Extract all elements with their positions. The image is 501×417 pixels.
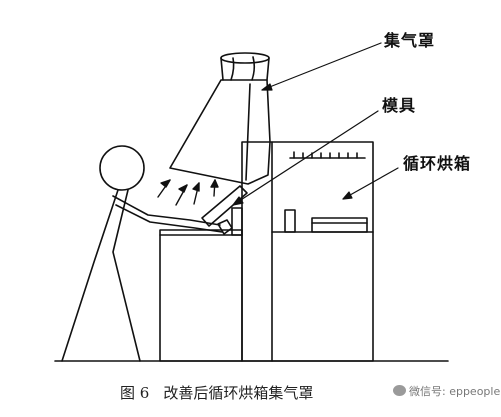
operator-head [99,145,145,191]
mold-tray [201,185,248,227]
label-oven: 循环烘箱 [403,154,472,173]
oven-main-cabinet [241,141,374,362]
temperature-scale [289,151,366,159]
hood-body [169,79,271,185]
operator-body [61,189,119,362]
operator-arm-lower [115,204,223,233]
figure-title: 改善后循环烘箱集气罩 [163,384,314,402]
label-mold: 模具 [382,96,417,115]
leader-hood [261,42,382,91]
oven-body [159,141,374,362]
operator-figure [61,145,233,362]
figure-caption: 图 6 改善后循环烘箱集气罩 [120,382,327,403]
shelf-block-small [284,209,296,233]
leader-lines [232,42,399,206]
wechat-icon [393,385,406,396]
leader-mold [232,110,379,206]
chimney-top [220,52,270,64]
shelf-tray [311,217,368,233]
leader-oven [342,167,399,200]
hood-inner-edge [245,83,251,181]
label-hood: 集气罩 [384,31,436,50]
left-shelf-block [231,207,243,236]
gas-collection-hood [169,52,271,185]
watermark: 微信号: eppeople [393,383,500,399]
airflow-arrows [157,179,219,206]
oven-left-cabinet [159,229,243,362]
figure-number: 图 6 [120,384,150,402]
operator-back [112,189,141,362]
watermark-text: 微信号: eppeople [409,385,501,398]
